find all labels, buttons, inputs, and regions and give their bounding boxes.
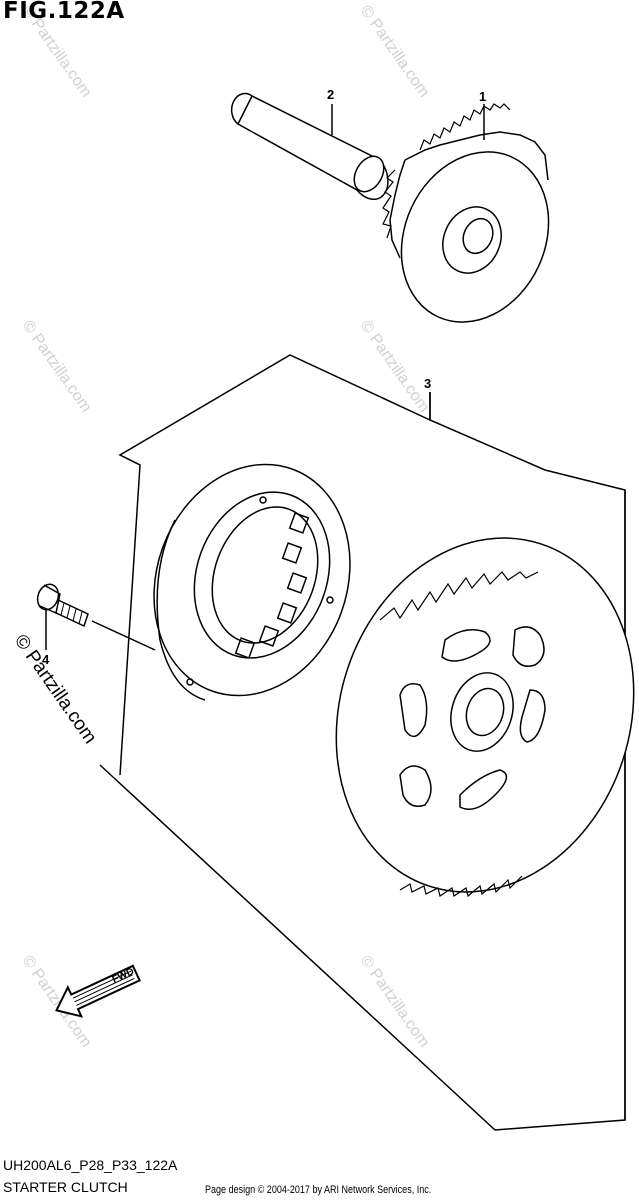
watermark-dark-text: © Partzilla.com	[10, 631, 101, 748]
callout-number[interactable]: 2	[327, 87, 334, 102]
part-3-clutch-housing[interactable]	[122, 437, 381, 724]
watermark-text: © Partzilla.com	[357, 3, 433, 101]
diagram-caption: STARTER CLUTCH	[3, 1179, 128, 1195]
watermark-text: © Partzilla.com	[357, 318, 433, 416]
leader-line-bolt-axis	[91, 620, 156, 651]
callout-number[interactable]: 3	[424, 376, 431, 391]
part-2-shaft[interactable]	[230, 92, 390, 201]
part-1-idle-gear[interactable]	[374, 103, 575, 346]
part-4-bolt[interactable]	[34, 581, 89, 628]
part-3-driven-gear[interactable]	[291, 499, 639, 931]
watermark-text: © Partzilla.com	[357, 953, 433, 1051]
callout-number[interactable]: 1	[479, 89, 486, 104]
model-code: UH200AL6_P28_P33_122A	[3, 1157, 178, 1173]
figure-title: FIG.122A	[3, 0, 125, 24]
fwd-arrow	[55, 964, 141, 1018]
callout-number[interactable]: 4	[42, 652, 50, 667]
watermark-text: © Partzilla.com	[19, 318, 95, 416]
copyright-credit: Page design © 2004-2017 by ARI Network S…	[205, 1184, 432, 1196]
